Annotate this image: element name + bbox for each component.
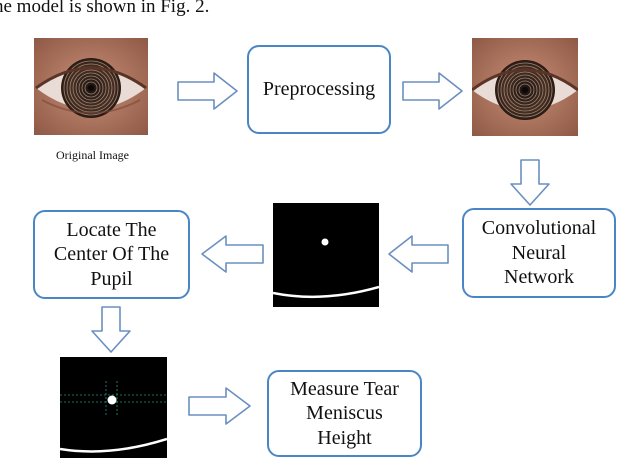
preprocessed-eye-image [472,38,578,136]
measure-box: Measure Tear Meniscus Height [267,370,422,457]
original-image-caption: Original Image [56,148,129,162]
cnn-label-line-1: Convolutional [481,217,597,240]
locate-center-box: Locate The Center Of The Pupil [33,210,190,299]
arrow-down-icon [91,306,131,353]
preprocessing-box: Preprocessing [247,45,391,134]
pupil-center-image [60,357,167,458]
locate-label-line-3: Pupil [90,267,133,290]
arrow-right-icon [402,72,463,110]
arrow-left-icon [388,235,449,273]
measure-label-line-3: Height [317,426,372,449]
header-text: he model is shown in Fig. 2. [0,0,210,17]
original-eye-image [34,38,148,135]
locate-label-line-1: Locate The [66,218,157,241]
arrow-right-icon [188,387,251,425]
locate-label-line-2: Center Of The [53,243,170,266]
arrow-right-icon [177,72,238,110]
segmentation-mask-image [273,203,379,307]
preprocessing-label: Preprocessing [262,78,376,101]
measure-label-line-2: Meniscus [306,402,383,425]
measure-label-line-1: Measure Tear [290,377,399,400]
cnn-label-line-2: Neural [511,241,567,264]
arrow-left-icon [201,235,264,273]
arrow-down-icon [510,159,550,206]
cnn-box: Convolutional Neural Network [462,208,616,298]
cnn-label-line-3: Network [504,266,574,289]
